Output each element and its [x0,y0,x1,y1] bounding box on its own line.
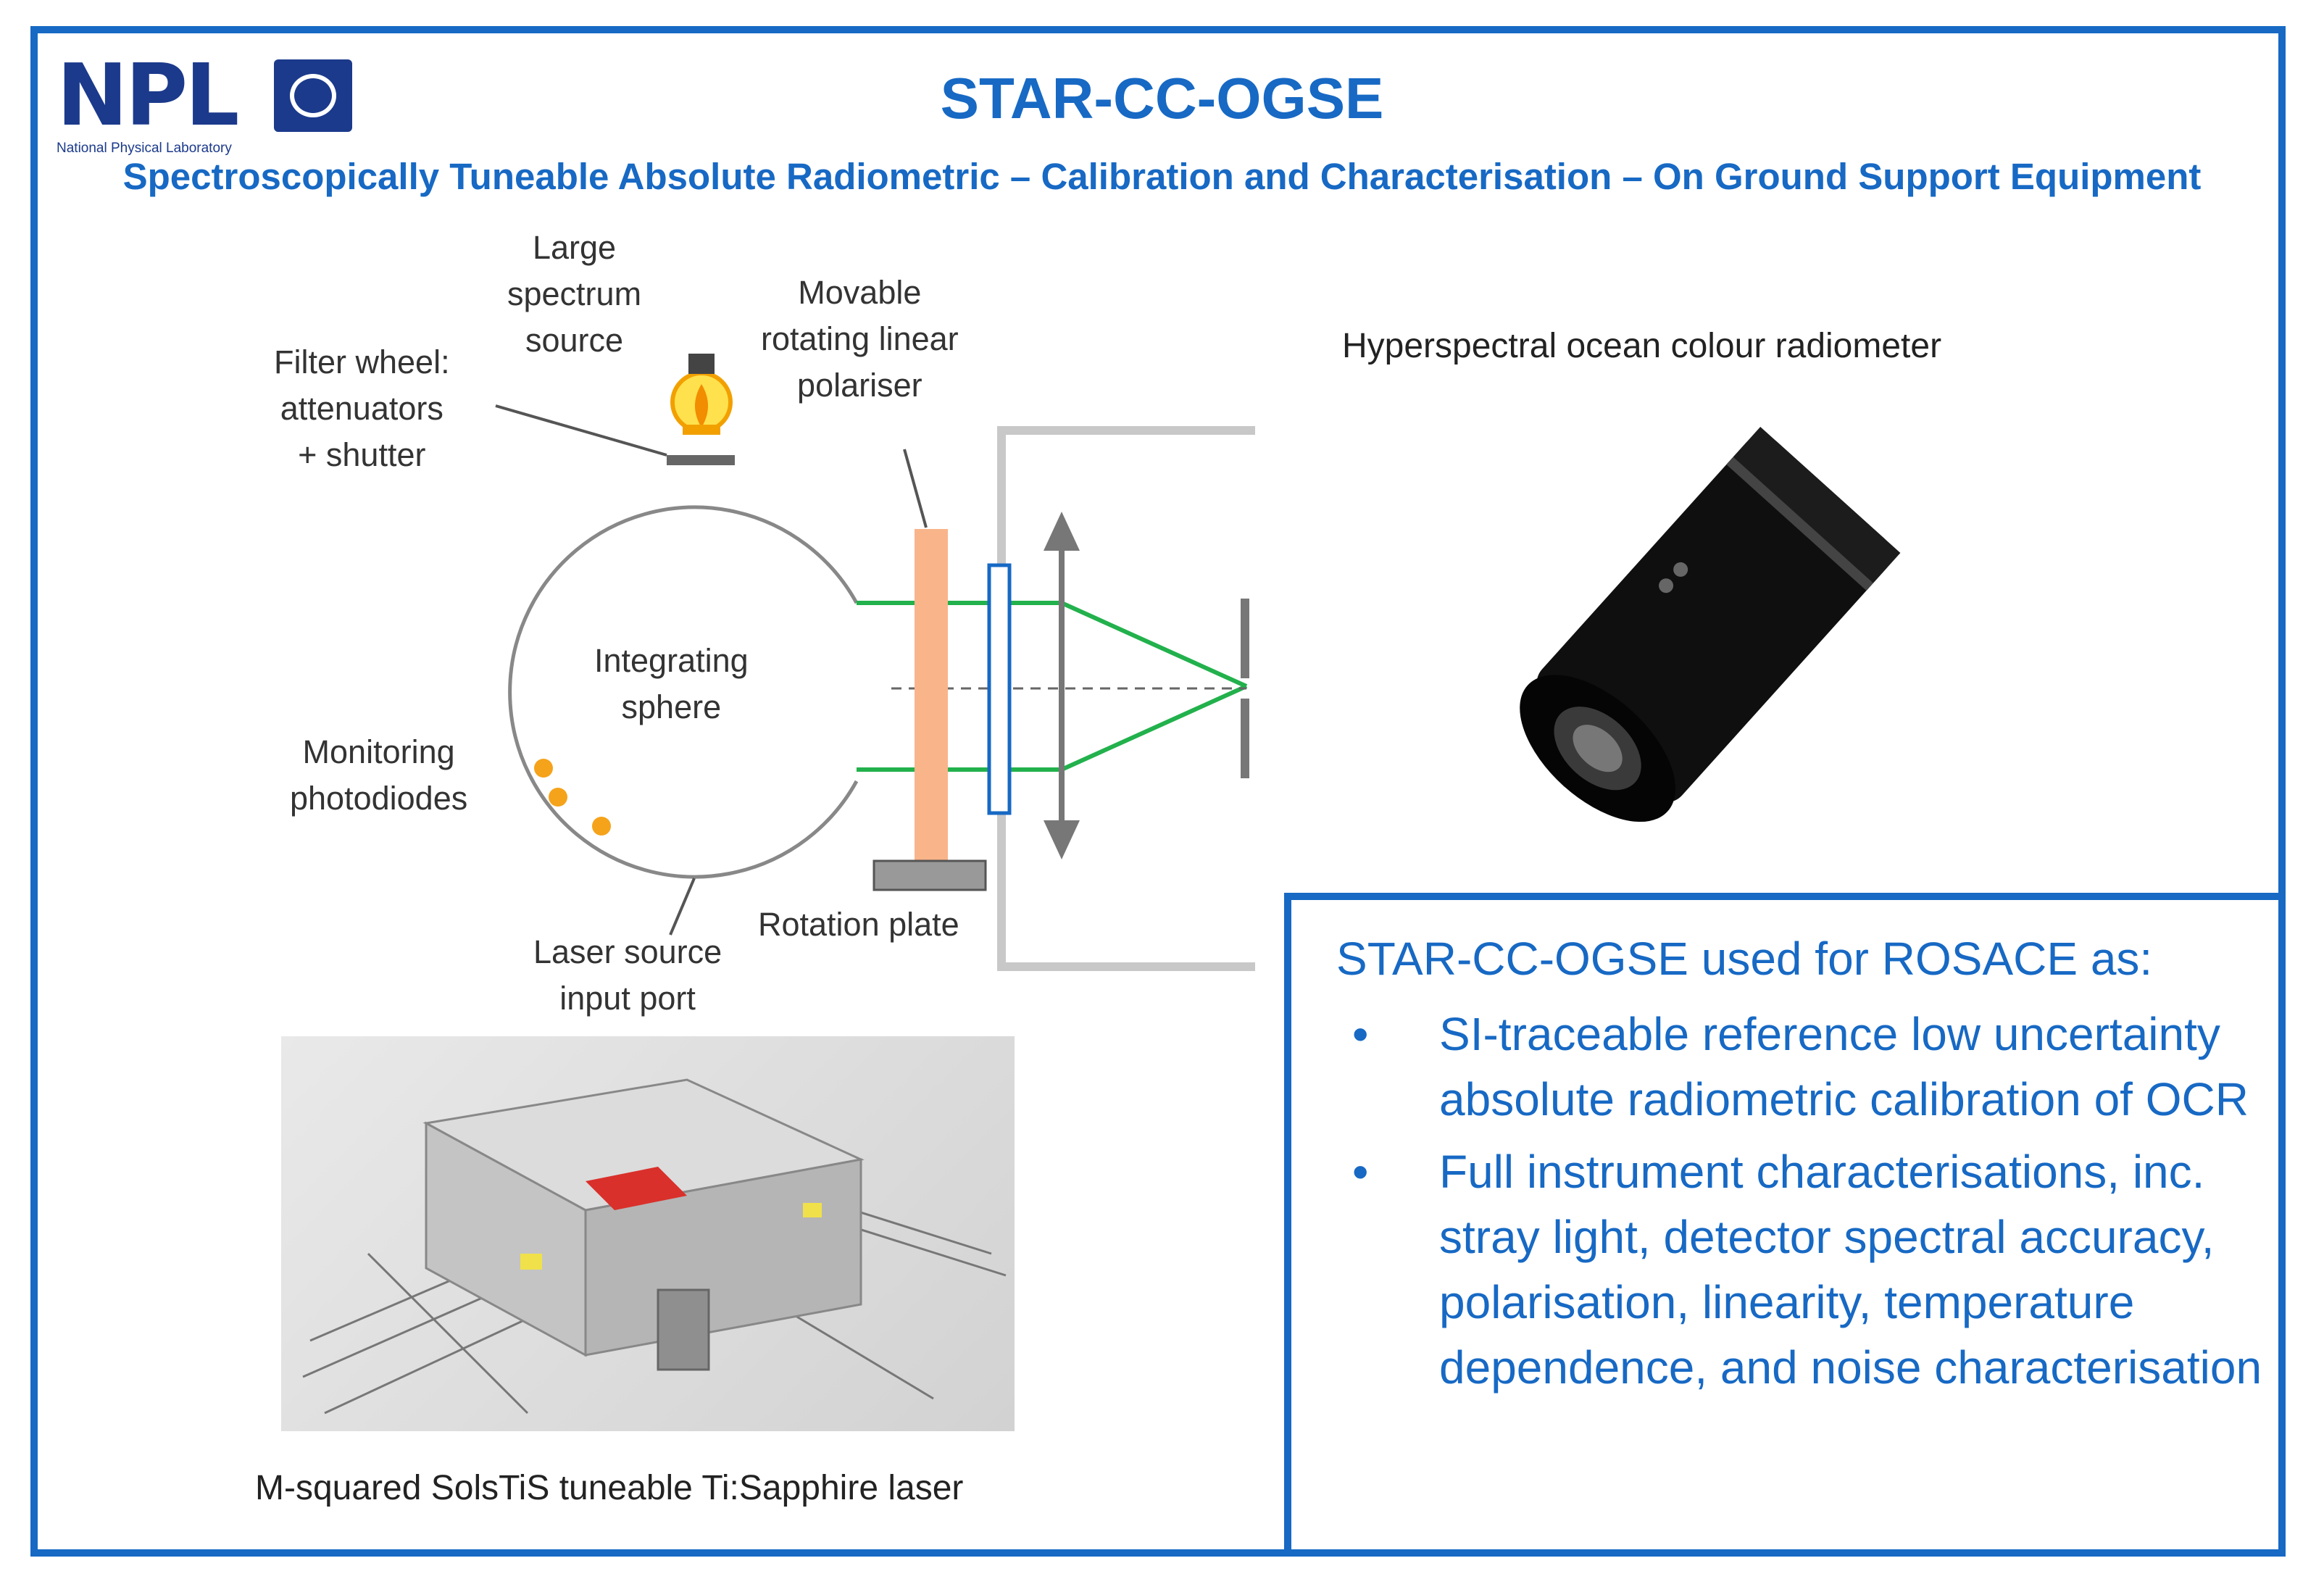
aperture-bottom [1241,699,1249,778]
rosace-usage-box: STAR-CC-OGSE used for ROSACE as: • SI-tr… [1284,893,2286,1557]
npl-logo: NPL National Physical Laboratory [57,45,352,156]
logo-subtitle: National Physical Laboratory [57,141,232,156]
list-item: • Full instrument characterisations, inc… [1336,1139,2278,1400]
logo-text: NPL [57,45,239,145]
laser-illustration [302,1078,1007,1415]
laser-photo [281,1036,1015,1431]
label-rotation-plate: Rotation plate [758,906,959,943]
label-filter-wheel: Filter wheel: attenuators + shutter [274,343,450,473]
rosace-bullet-list: • SI-traceable reference low uncertainty… [1336,1001,2278,1407]
beam-converge-top [1060,601,1248,688]
rosace-heading: STAR-CC-OGSE used for ROSACE as: [1336,933,2153,985]
integrating-sphere-outline [508,505,859,879]
page-subtitle: Spectroscopically Tuneable Absolute Radi… [122,156,2202,197]
slide-frame [30,26,2286,1557]
filter-wheel-leader [495,404,667,457]
light-bulb-icon [670,354,733,435]
aperture-top [1241,599,1249,678]
blue-window [987,563,1012,815]
photodiode-2 [549,788,567,807]
polariser-leader [903,449,928,528]
filter-wheel-bar [667,455,735,465]
lens-double-arrow-icon [1044,512,1080,859]
photodiode-1 [534,759,553,778]
page-title: STAR-CC-OGSE [940,66,1384,130]
beam-converge-bottom [1060,684,1248,772]
bullet-icon: • [1352,1008,1369,1060]
label-integrating-sphere: Integrating sphere [594,642,749,725]
label-movable-polariser: Movable rotating linear polariser [761,274,959,404]
label-large-spectrum-source: Large spectrum source [507,229,642,359]
radiometer-photo [1520,426,1901,822]
label-monitoring-photodiodes: Monitoring photodiodes [290,733,468,817]
m-squared-badge [586,1167,687,1210]
list-item: • SI-traceable reference low uncertainty… [1336,1001,2278,1132]
laser-caption: M-squared SolsTiS tuneable Ti:Sapphire l… [255,1469,964,1507]
bullet-icon: • [1352,1146,1369,1198]
logo-emblem-icon [274,59,352,132]
list-item-text: SI-traceable reference low uncertainty a… [1439,1008,2249,1125]
photodiode-3 [592,817,611,836]
rotation-plate [872,859,987,891]
label-laser-source-port: Laser source input port [533,933,722,1017]
laser-port-leader [669,878,696,936]
radiometer-caption: Hyperspectral ocean colour radiometer [1342,327,1942,365]
rotating-polariser [915,529,948,861]
list-item-text: Full instrument characterisations, inc. … [1439,1146,2262,1394]
